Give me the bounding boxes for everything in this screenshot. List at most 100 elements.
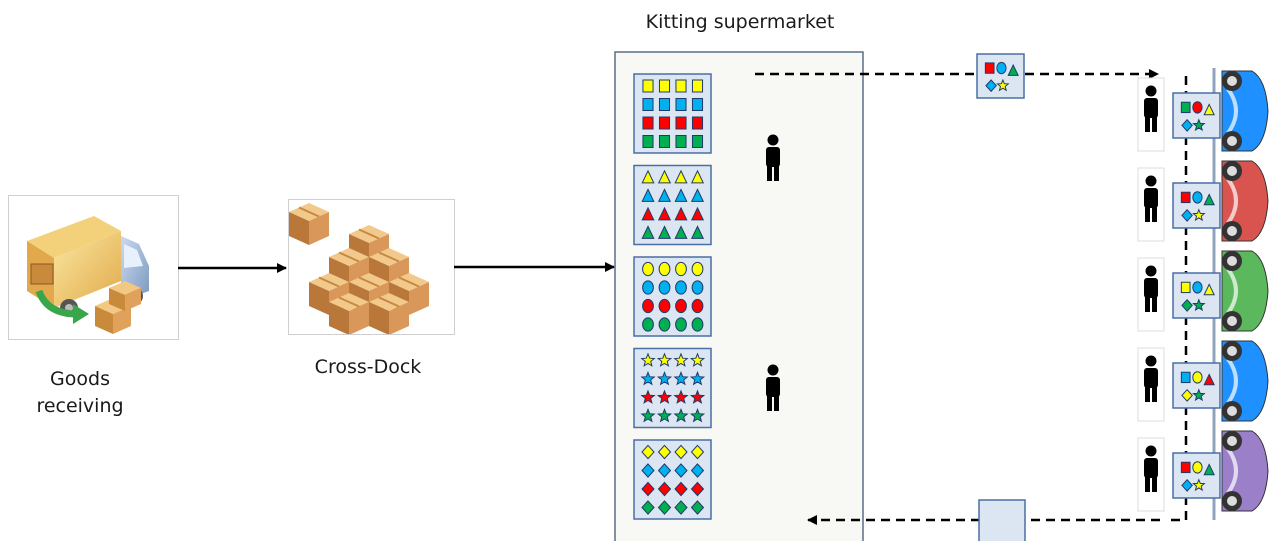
diamond-part bbox=[657, 444, 672, 460]
diamond-part bbox=[674, 463, 688, 478]
rect-part bbox=[1180, 461, 1191, 474]
rect-part bbox=[675, 79, 687, 93]
rect-part bbox=[642, 98, 654, 111]
supermarket-shelf-ellipse bbox=[633, 256, 712, 337]
triangle-part bbox=[657, 188, 672, 202]
supermarket-shelf-triangle bbox=[633, 164, 712, 246]
diamond-part bbox=[1181, 388, 1193, 402]
goods-receiving-label-line1: Goods bbox=[50, 368, 110, 390]
star-part bbox=[673, 371, 689, 386]
diamond-part bbox=[641, 481, 655, 497]
star-part bbox=[1192, 388, 1206, 402]
car-icon bbox=[1221, 340, 1269, 422]
star-part bbox=[996, 78, 1010, 92]
star-part bbox=[1192, 298, 1206, 312]
star-part bbox=[673, 389, 689, 404]
diamond-part bbox=[657, 500, 672, 515]
car-icon bbox=[1221, 70, 1269, 152]
supermarket-label: Kitting supermarket bbox=[645, 11, 835, 33]
triangle-part bbox=[1203, 193, 1215, 206]
car-icon bbox=[1221, 250, 1269, 332]
operator-person-icon bbox=[766, 134, 780, 181]
star-part bbox=[1192, 478, 1206, 492]
star-part bbox=[689, 371, 706, 386]
triangle-part bbox=[641, 188, 655, 202]
ellipse-part bbox=[675, 280, 687, 295]
ellipse-part bbox=[691, 280, 704, 295]
boxes-icon bbox=[289, 203, 430, 336]
operator-person-icon bbox=[766, 364, 780, 411]
ellipse-part bbox=[1192, 371, 1203, 384]
triangle-part bbox=[690, 225, 705, 239]
diamond-part bbox=[641, 500, 655, 515]
rect-part bbox=[691, 116, 704, 130]
star-part bbox=[640, 408, 656, 423]
star-part bbox=[689, 408, 706, 423]
rect-part bbox=[691, 79, 704, 93]
triangle-part bbox=[690, 188, 705, 202]
diamond-part bbox=[657, 481, 672, 497]
triangle-part bbox=[690, 206, 705, 221]
star-part bbox=[673, 408, 689, 423]
triangle-part bbox=[657, 169, 672, 184]
diamond-part bbox=[674, 500, 688, 515]
operator-person-icon bbox=[1144, 85, 1158, 132]
rect-part bbox=[691, 98, 704, 111]
ellipse-part bbox=[675, 317, 687, 332]
assembly-station bbox=[1137, 70, 1269, 152]
ellipse-part bbox=[1192, 461, 1203, 474]
star-part bbox=[1192, 208, 1206, 222]
rect-part bbox=[658, 79, 671, 93]
ellipse-part bbox=[658, 261, 671, 277]
rect-part bbox=[984, 62, 995, 74]
car-icon bbox=[1221, 430, 1269, 512]
diamond-part bbox=[1181, 478, 1193, 492]
supermarket-shelf-star bbox=[633, 347, 712, 429]
triangle-part bbox=[641, 225, 655, 239]
ellipse-part bbox=[691, 298, 704, 314]
triangle-part bbox=[674, 225, 688, 239]
triangle-part bbox=[657, 206, 672, 221]
diamond-part bbox=[674, 481, 688, 497]
star-part bbox=[640, 352, 656, 367]
empty-kit-box bbox=[978, 499, 1026, 541]
ellipse-part bbox=[658, 317, 671, 332]
rect-part bbox=[642, 116, 654, 130]
rect-part bbox=[691, 135, 704, 148]
diamond-part bbox=[1181, 118, 1193, 132]
rect-part bbox=[675, 98, 687, 111]
diamond-part bbox=[690, 500, 705, 515]
assembly-station bbox=[1137, 160, 1269, 242]
operator-person-icon bbox=[1144, 445, 1158, 492]
diamond-part bbox=[1181, 208, 1193, 222]
goods-receiving-tile bbox=[8, 195, 179, 340]
triangle-part bbox=[674, 206, 688, 221]
ellipse-part bbox=[1192, 281, 1203, 294]
star-part bbox=[689, 389, 706, 404]
ellipse-part bbox=[996, 61, 1007, 75]
triangle-part bbox=[674, 188, 688, 202]
triangle-part bbox=[1203, 463, 1215, 476]
star-part bbox=[656, 408, 673, 423]
operator-person-icon bbox=[1144, 265, 1158, 312]
rect-part bbox=[1180, 371, 1191, 384]
goods-receiving-label-line2: receiving bbox=[36, 395, 124, 417]
supermarket-shelf-diamond bbox=[633, 439, 712, 520]
star-part bbox=[640, 371, 656, 386]
diamond-part bbox=[1181, 298, 1193, 312]
cross-dock-tile bbox=[288, 199, 455, 336]
ellipse-part bbox=[642, 280, 654, 295]
cross-dock-label: Cross-Dock bbox=[314, 356, 422, 378]
rect-part bbox=[675, 135, 687, 148]
star-part bbox=[640, 389, 656, 404]
ellipse-part bbox=[642, 261, 654, 277]
ellipse-part bbox=[1192, 101, 1203, 114]
rect-part bbox=[1180, 281, 1191, 294]
ellipse-part bbox=[691, 317, 704, 332]
triangle-part bbox=[674, 169, 688, 184]
rect-part bbox=[675, 116, 687, 130]
diamond-part bbox=[674, 444, 688, 460]
triangle-part bbox=[1203, 373, 1215, 386]
ellipse-part bbox=[1192, 191, 1203, 204]
star-part bbox=[656, 371, 673, 386]
